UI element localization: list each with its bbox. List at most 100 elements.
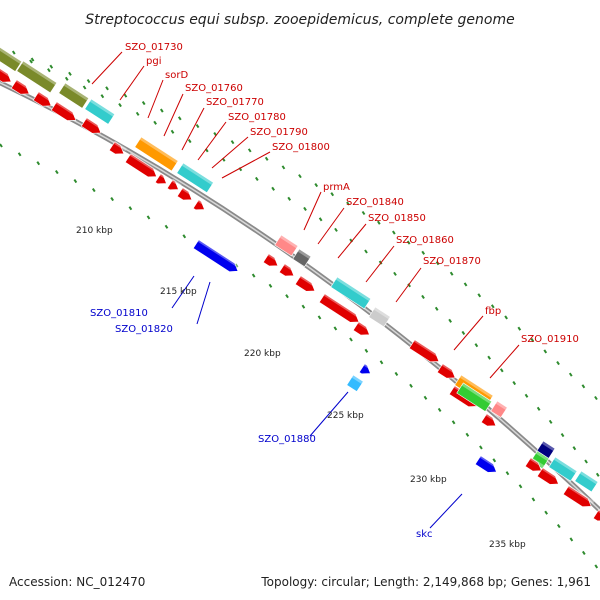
track-tick [349,337,353,342]
track-tick [251,273,256,278]
track-tick [463,282,468,287]
track-tick [333,326,338,331]
gene-block[interactable] [352,320,373,339]
kbp-label-215: 215 kbp [160,287,197,297]
gene-block[interactable] [176,186,196,204]
track-tick [30,57,35,62]
gene-block[interactable] [84,98,116,125]
label-leader [211,136,249,169]
gene-label[interactable]: prmA [323,182,350,193]
gene-label[interactable]: SZO_01840 [346,197,404,208]
gene-block[interactable] [16,60,58,94]
gene-label[interactable]: SZO_01850 [368,213,426,224]
track-tick [556,360,560,366]
track-tick [376,220,381,225]
gene-block[interactable] [562,484,595,511]
gene-block[interactable] [154,172,170,188]
gene-block[interactable] [278,262,298,280]
gene-label[interactable]: SZO_01910 [521,334,579,345]
gene-label[interactable]: SZO_01760 [185,83,243,94]
gene-label[interactable]: SZO_01880 [258,434,316,445]
gene-block[interactable] [292,248,312,268]
track-tick [146,215,151,220]
track-tick [474,343,479,348]
gene-block[interactable] [50,100,80,124]
gene-block[interactable] [456,382,493,412]
label-leader [489,344,520,379]
label-leader [317,207,345,245]
gene-label[interactable]: SZO_01820 [115,324,173,335]
track-tick [29,59,33,64]
track-tick [334,227,338,232]
track-tick [504,315,508,320]
label-leader [453,315,484,351]
gene-block[interactable] [192,198,208,214]
gene-label[interactable]: SZO_01730 [125,42,183,53]
track-tick [569,537,574,542]
gene-block[interactable] [58,82,90,109]
gene-block[interactable] [176,162,214,194]
label-leader [365,245,395,283]
gene-block[interactable] [358,362,374,378]
gene-block[interactable] [592,508,600,525]
track-tick [379,360,384,365]
gene-block[interactable] [0,42,23,72]
gene-block[interactable] [574,470,599,493]
gene-label[interactable]: SZO_01860 [396,235,454,246]
gene-block[interactable] [274,234,299,257]
gene-block[interactable] [330,276,372,310]
gene-block[interactable] [548,456,578,482]
gene-block[interactable] [536,466,562,488]
track-tick [73,178,78,184]
track-tick [364,249,368,254]
gene-label[interactable]: SZO_01790 [250,127,308,138]
track-tick [531,497,536,502]
track-tick [182,234,187,239]
gene-block[interactable] [166,178,182,194]
gene-block[interactable] [134,136,179,172]
gene-block[interactable] [490,400,508,418]
track-tick [492,458,497,463]
track-tick [451,420,456,425]
gene-block[interactable] [318,292,363,326]
track-tick [490,304,495,309]
gene-block[interactable] [32,90,55,110]
gene-label[interactable]: SZO_01870 [423,256,481,267]
gene-block[interactable] [480,412,500,430]
gene-block[interactable] [368,306,391,328]
track-tick [298,174,302,179]
gene-block[interactable] [294,274,319,295]
gene-block[interactable] [192,238,242,275]
gene-label[interactable]: pgi [146,56,161,67]
gene-block[interactable] [80,116,105,137]
gene-block[interactable] [10,78,33,98]
gene-block[interactable] [108,140,128,158]
track-tick [285,294,289,299]
gene-label[interactable]: SZO_01810 [90,308,148,319]
track-tick [530,337,535,343]
forward-gene-labels: SZO_01730 pgi sorD SZO_01760 SZO_01770 S… [125,42,579,345]
gene-block[interactable] [524,456,545,475]
gene-block[interactable] [0,66,15,86]
gene-label[interactable]: fbp [485,306,501,317]
label-leader [91,51,123,85]
gene-block[interactable] [408,338,443,366]
gene-label[interactable]: skc [416,529,433,540]
gene-block[interactable] [436,362,459,382]
gene-label[interactable]: SZO_01780 [228,112,286,123]
gene-block[interactable] [346,374,364,392]
gene-block[interactable] [124,152,160,181]
track-tick [170,129,175,134]
gene-label[interactable]: sorD [165,70,188,81]
gene-block[interactable] [262,252,282,270]
gene-label[interactable]: SZO_01800 [272,142,330,153]
label-leader [119,65,145,101]
label-leader [395,267,422,303]
track-tick [177,116,182,121]
track-tick [421,294,425,300]
track-tick [17,152,22,157]
track-tick [187,138,192,144]
track-tick [393,271,397,276]
gene-block[interactable] [474,454,500,476]
gene-label[interactable]: SZO_01770 [206,97,264,108]
